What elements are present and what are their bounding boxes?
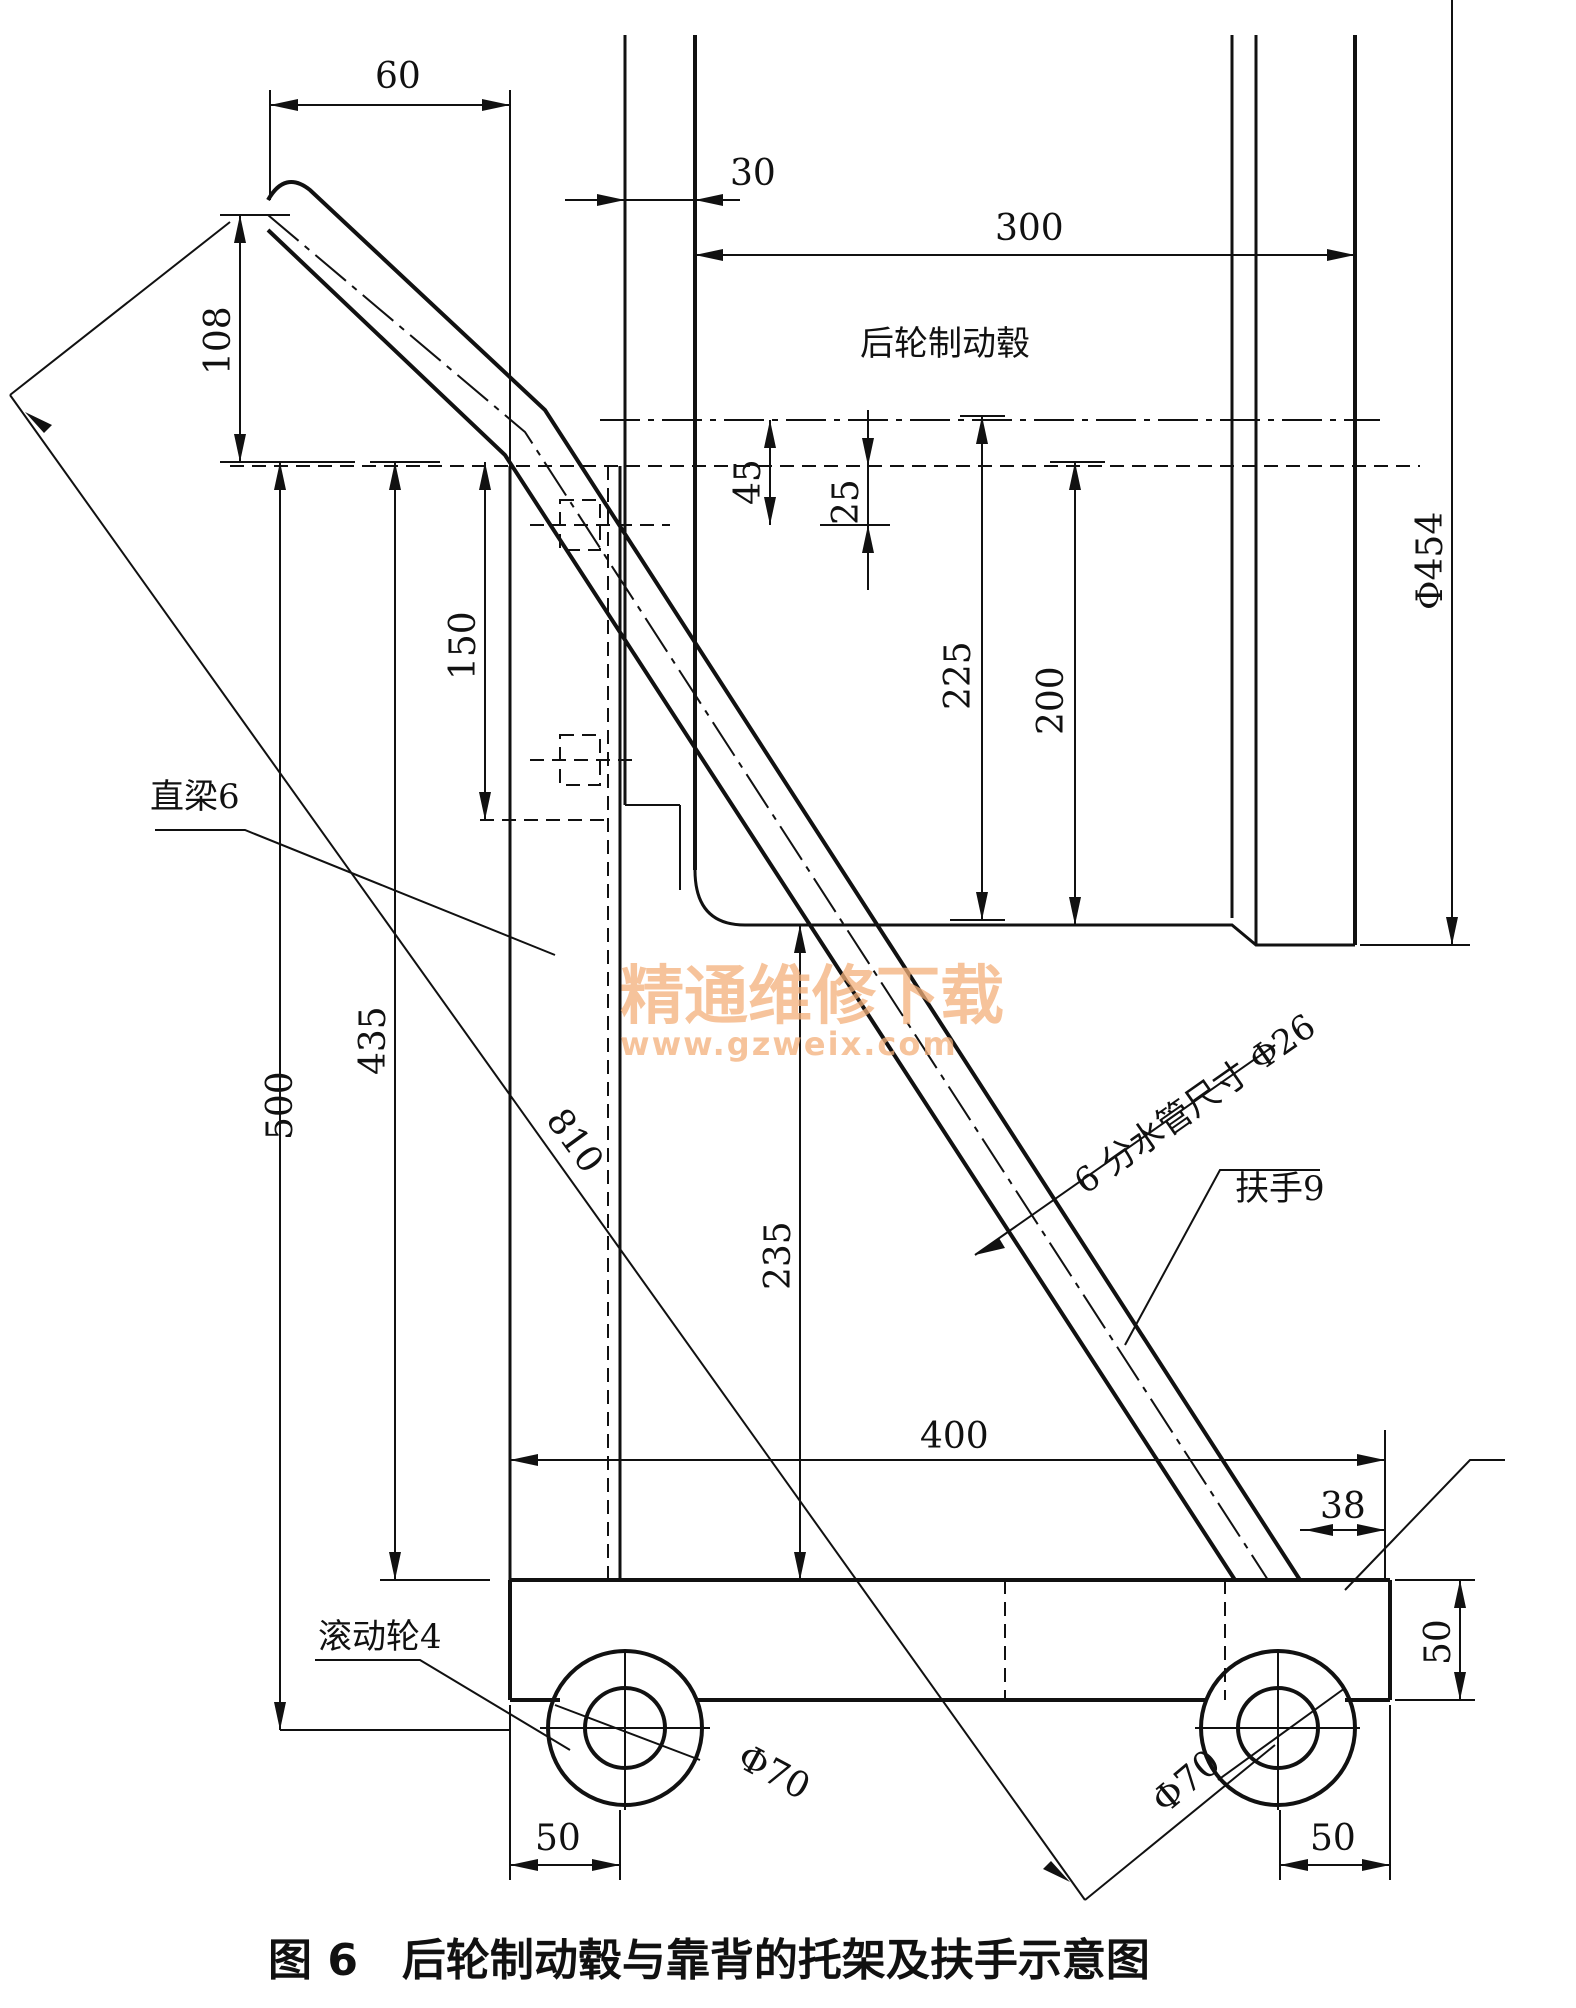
dim-235: 235: [758, 1221, 799, 1290]
dim-50-right: 50: [1418, 1619, 1459, 1665]
dim-400: 400: [920, 1416, 989, 1457]
dim-810: 810: [538, 1101, 612, 1181]
dim-30: 30: [730, 153, 776, 194]
dim-150: 150: [443, 611, 484, 680]
watermark-url: www.gzweix.com: [620, 1025, 958, 1063]
dim-25: 25: [826, 479, 867, 525]
beam-label: 直梁6: [150, 777, 240, 817]
dim-60: 60: [375, 56, 421, 97]
dim-454: Φ454: [1410, 512, 1451, 610]
base-frame: [508, 1578, 1392, 1702]
dim-300: 300: [995, 208, 1064, 249]
dim-45: 45: [728, 459, 769, 505]
dim-phi70-left: Φ70: [731, 1737, 817, 1809]
dim-225: 225: [938, 641, 979, 710]
figure-caption: 图 6 后轮制动毂与靠背的托架及扶手示意图: [268, 1935, 1150, 1986]
left-wheel: [540, 1649, 710, 1810]
drum-label: 后轮制动毂: [860, 324, 1030, 364]
dim-phi70-right: Φ70: [1144, 1742, 1228, 1822]
handle-pipe: [266, 180, 1302, 1582]
dim-435: 435: [353, 1006, 394, 1075]
dim-500: 500: [260, 1071, 301, 1140]
dim-200: 200: [1031, 666, 1072, 735]
dim-50-bottom-left: 50: [535, 1818, 581, 1859]
dim-50-bottom-right: 50: [1310, 1818, 1356, 1859]
dimension-lines: [9, 0, 1505, 1901]
dim-108: 108: [198, 306, 239, 375]
dim-38: 38: [1320, 1486, 1366, 1527]
watermark-text: 精通维修下载: [620, 960, 1004, 1034]
right-wheel: [1195, 1649, 1360, 1810]
handle-label: 扶手9: [1235, 1169, 1325, 1209]
wheel-label: 滚动轮4: [318, 1617, 442, 1657]
vertical-beam: [480, 466, 670, 1580]
brake-drum: [230, 35, 1470, 947]
